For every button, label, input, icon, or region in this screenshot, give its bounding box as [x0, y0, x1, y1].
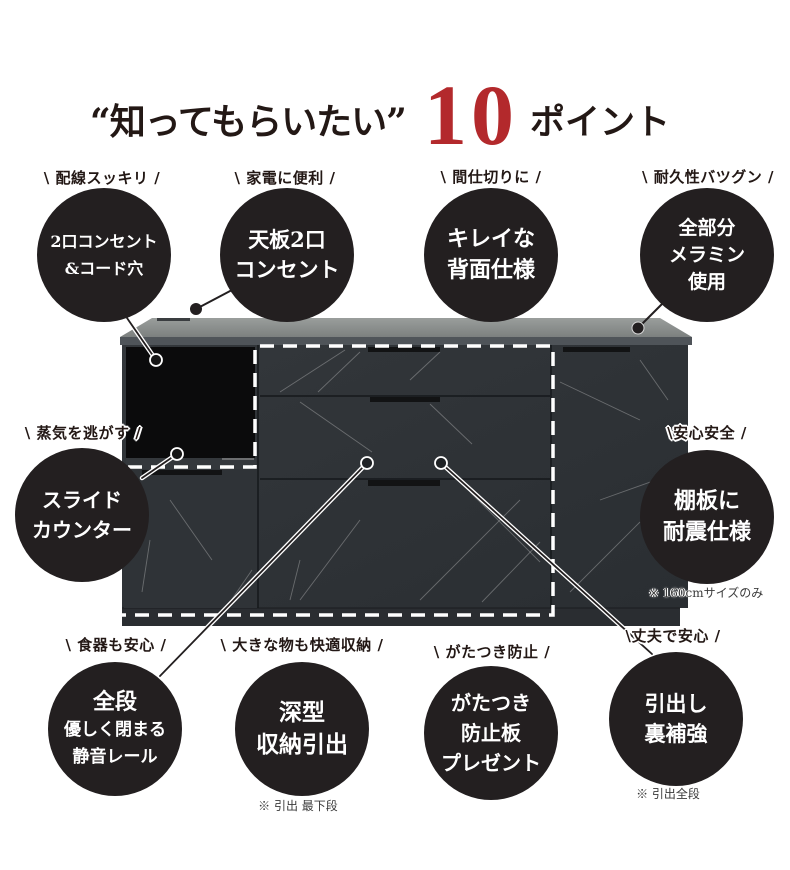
point-5-line-2: カウンター [32, 518, 132, 542]
point-7-line-1: 全段 [92, 689, 137, 715]
point-5-badge: スライド カウンター [15, 448, 149, 582]
point-2-line-2: コンセント [234, 257, 340, 282]
point-2-line-1: 天板2口 [248, 227, 326, 252]
point-7-line-2: 優しく閉まる [64, 720, 166, 740]
callout-marker-icon [434, 456, 448, 470]
drawer-bottom [368, 480, 440, 486]
point-9-badge: がたつき 防止板 プレゼント [424, 666, 558, 800]
callout-marker-icon [360, 456, 374, 470]
slide-counter [126, 458, 256, 469]
point-3-badge: キレイな 背面仕様 [424, 188, 558, 322]
point-4-line-2: メラミン [668, 243, 745, 266]
point-3-tag: \ 間仕切りに / [440, 168, 542, 186]
point-10-line-2: 裏補強 [644, 721, 708, 746]
point-4-line-3: 使用 [687, 270, 726, 293]
plinth [122, 608, 680, 626]
drawer-top [368, 347, 440, 352]
point-6-badge: 棚板に 耐震仕様 [640, 450, 774, 584]
point-8-line-2: 収納引出 [256, 731, 348, 758]
point-9-tag: \ がたつき防止 / [433, 643, 551, 661]
callout-marker-icon [149, 353, 163, 367]
point-7-tag: \ 食器も安心 / [65, 636, 167, 654]
drawer-middle [370, 397, 440, 402]
point-5-tag: \ 蒸気を逃がす / [24, 424, 142, 442]
point-9-line-1: がたつき [451, 691, 531, 715]
point-7-badge: 全段 優しく閉まる 静音レール [48, 662, 182, 796]
top-panel-edge [120, 337, 692, 345]
point-1-tag: \ 配線スッキリ / [43, 169, 161, 187]
point-6-tag: \安心安全 / [667, 424, 747, 442]
point-2-tag: \ 家電に便利 / [234, 169, 336, 187]
point-10-tag: \丈夫で安心 / [625, 627, 721, 645]
point-10-line-1: 引出し [644, 691, 708, 716]
left-door [124, 470, 257, 608]
title-quote-text: “知ってもらいたい” [90, 101, 407, 143]
point-4-line-1: 全部分 [678, 216, 736, 239]
point-3-line-2: 背面仕様 [446, 257, 535, 283]
highlight-dashed-outline [120, 344, 555, 617]
point-5-line-1: スライド [42, 488, 122, 512]
point-1-badge: 2口コンセント &コード穴 [37, 188, 171, 322]
right-door [563, 347, 630, 352]
point-2-badge: 天板2口 コンセント [220, 188, 354, 322]
point-4-badge: 全部分 メラミン 使用 [640, 188, 774, 322]
title-number: 10 [424, 67, 518, 163]
callout-dot-icon [631, 321, 645, 335]
callout-dot-icon [190, 303, 202, 315]
callout-marker-icon [170, 447, 184, 461]
sideboard-cabinet [120, 318, 692, 626]
open-compartment [126, 347, 255, 458]
point-6-note: ※ 160cmサイズのみ [648, 586, 764, 600]
left-door-handle [142, 470, 222, 475]
point-10-badge: 引出し 裏補強 [609, 652, 743, 786]
point-8-tag: \ 大きな物も快適収納 / [220, 636, 384, 654]
point-4-tag: \ 耐久性バツグン / [642, 168, 774, 186]
point-9-line-3: プレゼント [441, 751, 541, 775]
point-9-line-2: 防止板 [461, 721, 521, 745]
point-6-line-1: 棚板に [673, 488, 740, 514]
top-panel [120, 318, 692, 337]
point-1-line-1: 2口コンセント [50, 232, 158, 251]
point-8-note: ※ 引出 最下段 [258, 799, 338, 813]
point-6-line-2: 耐震仕様 [662, 519, 751, 545]
point-7-line-3: 静音レール [72, 747, 158, 767]
point-3-line-1: キレイな [446, 226, 535, 252]
callout-connectors [124, 289, 665, 679]
outlet-slot [157, 318, 190, 321]
point-1-line-2: &コード穴 [64, 259, 144, 278]
title-suffix: ポイント [530, 102, 671, 143]
point-10-note: ※ 引出全段 [636, 787, 700, 801]
point-8-badge: 深型 収納引出 [235, 662, 369, 796]
point-8-line-1: 深型 [279, 699, 325, 726]
